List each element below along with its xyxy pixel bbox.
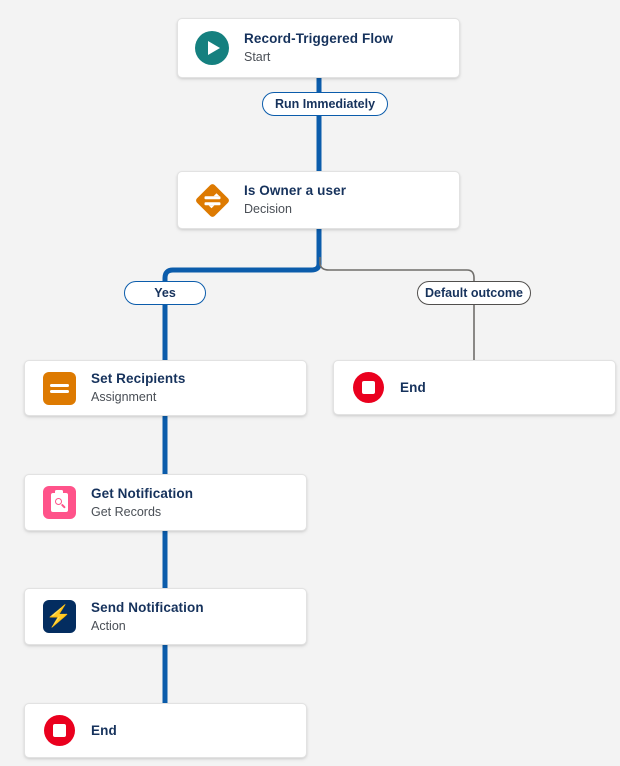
node-action[interactable]: ⚡ Send Notification Action <box>24 588 307 645</box>
node-start-subtitle: Start <box>244 50 271 65</box>
node-end-right-title: End <box>400 379 426 395</box>
node-end-right[interactable]: End <box>333 360 616 415</box>
node-end-right-text: End <box>400 380 426 396</box>
assignment-icon <box>41 370 77 406</box>
node-assignment-subtitle: Assignment <box>91 390 157 405</box>
node-end-left[interactable]: End <box>24 703 307 758</box>
node-decision-text: Is Owner a user Decision <box>244 183 346 217</box>
connector-label-yes[interactable]: Yes <box>124 281 206 305</box>
get-records-icon <box>41 485 77 521</box>
node-get-records-subtitle: Get Records <box>91 504 162 519</box>
node-assignment[interactable]: Set Recipients Assignment <box>24 360 307 416</box>
node-get-records-title: Get Notification <box>91 485 194 501</box>
node-action-subtitle: Action <box>91 618 126 633</box>
node-decision[interactable]: Is Owner a user Decision <box>177 171 460 229</box>
node-end-left-text: End <box>91 723 117 739</box>
connector-label-yes-text: Yes <box>154 286 176 300</box>
node-decision-subtitle: Decision <box>244 202 292 217</box>
connector-label-run-immediately[interactable]: Run Immediately <box>262 92 389 116</box>
node-start-text: Record-Triggered Flow Start <box>244 31 393 65</box>
action-bolt-icon: ⚡ <box>41 599 77 635</box>
node-action-text: Send Notification Action <box>91 600 204 634</box>
node-assignment-title: Set Recipients <box>91 371 186 387</box>
node-action-title: Send Notification <box>91 599 204 615</box>
node-get-records-text: Get Notification Get Records <box>91 486 193 520</box>
node-end-left-title: End <box>91 722 117 738</box>
node-get-records[interactable]: Get Notification Get Records <box>24 474 307 531</box>
end-stop-icon <box>350 370 386 406</box>
decision-diamond-icon <box>194 182 230 218</box>
connector-label-run-immediately-text: Run Immediately <box>275 97 376 111</box>
connector-label-default-outcome-text: Default outcome <box>425 286 523 300</box>
node-start-title: Record-Triggered Flow <box>244 31 394 47</box>
play-circle-icon <box>194 30 230 66</box>
node-assignment-text: Set Recipients Assignment <box>91 371 185 405</box>
end-stop-icon <box>41 713 77 749</box>
node-start[interactable]: Record-Triggered Flow Start <box>177 18 460 78</box>
action-bolt-glyph: ⚡ <box>45 604 73 628</box>
connector-label-default-outcome[interactable]: Default outcome <box>417 281 531 305</box>
node-decision-title: Is Owner a user <box>244 183 347 199</box>
